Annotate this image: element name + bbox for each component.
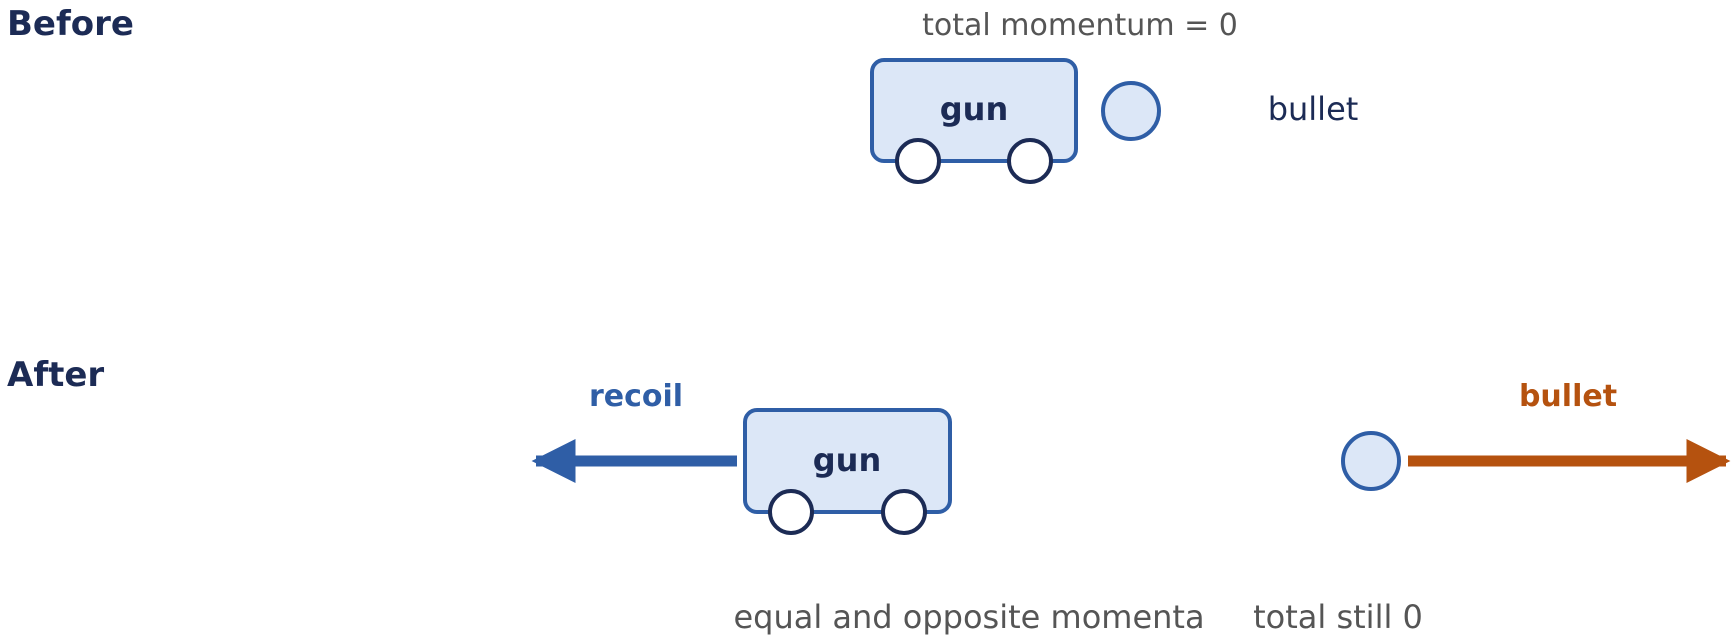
before-bullet bbox=[1101, 81, 1161, 141]
before-gun-cart: gun bbox=[870, 58, 1078, 184]
after-bullet bbox=[1341, 431, 1401, 491]
after-gun-wheel-left bbox=[768, 489, 814, 535]
after-bullet-label: bullet bbox=[1519, 379, 1617, 414]
after-gun-wheel-right bbox=[881, 489, 927, 535]
before-total-momentum-label: total momentum = 0 bbox=[922, 8, 1238, 43]
after-gun-cart: gun bbox=[743, 408, 952, 535]
caption-total-still-zero: total still 0 bbox=[1253, 598, 1423, 636]
before-bullet-label: bullet bbox=[1268, 90, 1359, 128]
after-gun-body bbox=[743, 408, 952, 514]
before-gun-wheel-left bbox=[895, 138, 941, 184]
after-gun-label: gun bbox=[813, 441, 881, 479]
caption-equal-opposite: equal and opposite momenta bbox=[733, 598, 1204, 636]
before-gun-label: gun bbox=[940, 90, 1008, 128]
before-heading: Before bbox=[7, 4, 134, 44]
recoil-label: recoil bbox=[589, 379, 683, 414]
before-gun-wheel-right bbox=[1007, 138, 1053, 184]
after-heading: After bbox=[7, 355, 104, 395]
before-gun-body bbox=[870, 58, 1078, 163]
